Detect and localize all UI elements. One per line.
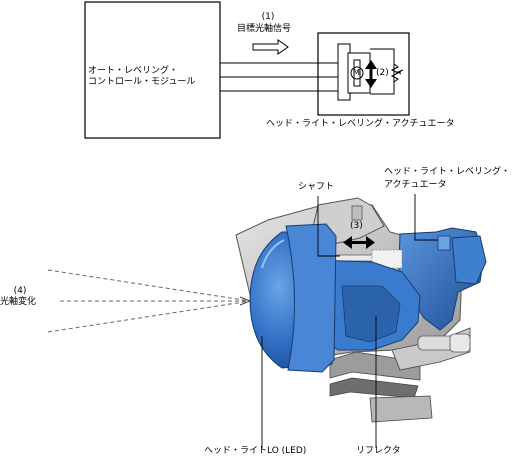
module-label-line1: オート・レベリング・: [88, 66, 179, 76]
shaft-label: シャフト: [298, 182, 335, 192]
shaft-motion-number: (3): [350, 221, 363, 231]
module-label-line2: コントロール・モジュール: [88, 77, 196, 87]
schematic: [84, 1, 410, 139]
shaft-motion-arrow-icon: [343, 236, 375, 249]
headlight-label: ヘッド・ライトLO (LED): [204, 446, 307, 456]
signal-arrow-icon: [252, 39, 289, 55]
signal-label: 目標光軸信号: [237, 24, 292, 34]
actuator-connector: [451, 235, 487, 285]
reflector-inner: [341, 285, 401, 343]
signal-wires: [220, 62, 340, 92]
actuator-schematic-label: ヘッド・ライト・レベリング・アクチュエータ: [266, 119, 455, 129]
bracket-bolt: [351, 205, 363, 221]
projector-lens-rim: [285, 223, 337, 373]
beam-lines: [47, 269, 251, 333]
adjusting-screw: [417, 333, 471, 353]
motor-symbol: M: [353, 68, 360, 77]
actuator-label-line1: ヘッド・ライト・レベリング・: [384, 167, 511, 177]
actuator-connector-lock: [437, 235, 451, 251]
beam-number: (4): [13, 286, 27, 296]
beam-label: 光軸変化: [0, 297, 37, 307]
actuator-label-line2: アクチュエータ: [384, 180, 447, 190]
lens-highlight: [261, 239, 285, 269]
vertical-motion-arrow-icon: [365, 60, 377, 88]
actuator-schematic: [337, 43, 404, 101]
reflector-label: リフレクタ: [356, 446, 401, 456]
control-module-box: [84, 1, 221, 139]
signal-number: (1): [261, 12, 275, 22]
motion-number-2: (2): [376, 68, 389, 78]
leader-lines: [261, 194, 438, 448]
headlamp-illustration: [47, 194, 487, 448]
